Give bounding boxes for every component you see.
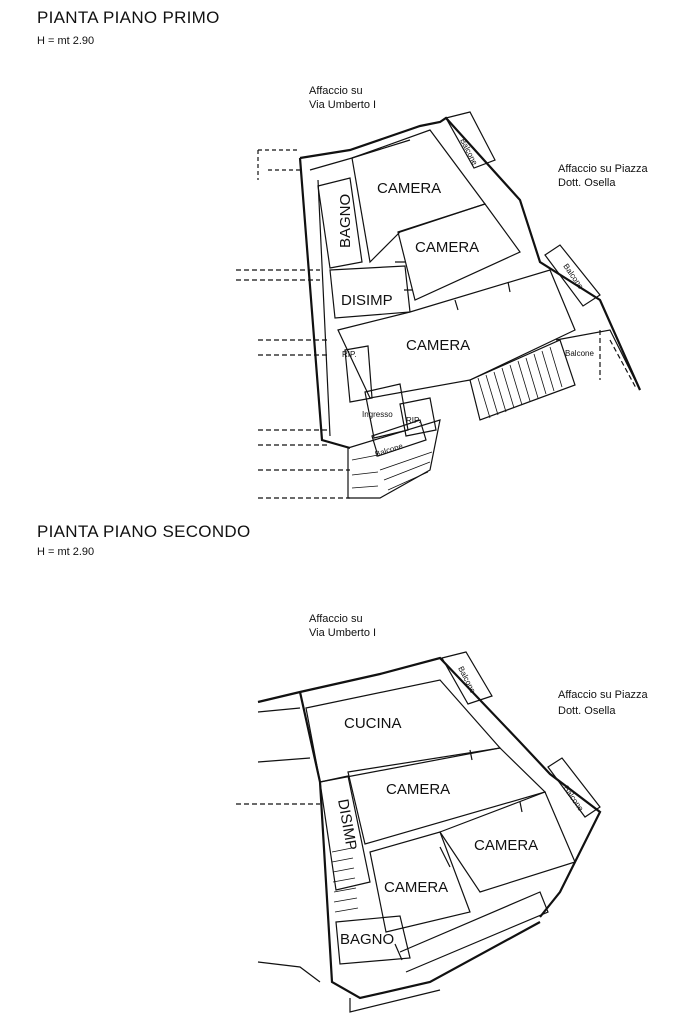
floor-plan-drawing: CAMERA BAGNO CAMERA DISIMP CAMERA RIP. I…	[236, 111, 642, 499]
facing-north-line2: Via Umberto I	[309, 627, 377, 639]
facing-east-line2: Dott. Osella	[558, 705, 616, 717]
floor-plan-second: PIANTA PIANO SECONDO H = mt 2.90 Affacci…	[0, 512, 683, 1023]
room-label-camera: CAMERA	[406, 337, 470, 354]
floor-height: H = mt 2.90	[37, 35, 95, 47]
room-label-cucina: CUCINA	[344, 715, 402, 732]
room-label-disimp: DISIMP	[341, 292, 393, 309]
facing-east-line1: Affaccio su Piazza	[558, 163, 648, 175]
room-label-camera: CAMERA	[415, 239, 479, 256]
floor-height: H = mt 2.90	[37, 546, 95, 558]
room-label-ingresso: Ingresso	[362, 410, 393, 419]
floor-plan-first: PIANTA PIANO PRIMO H = mt 2.90 Affaccio …	[37, 8, 648, 499]
facing-north-line1: Affaccio su	[309, 85, 363, 97]
room-label-camera: CAMERA	[386, 781, 450, 798]
room-label-camera: CAMERA	[474, 837, 538, 854]
facing-north-line2: Via Umberto I	[309, 99, 377, 111]
room-label-rip: RIP.	[342, 350, 357, 359]
floor-plan-drawing: CUCINA CAMERA DISIMP CAMERA CAMERA BAGNO…	[236, 651, 602, 1013]
room-label-camera: CAMERA	[377, 180, 441, 197]
floor-title: PIANTA PIANO PRIMO	[37, 8, 220, 27]
room-label-bagno: BAGNO	[340, 931, 394, 948]
room-label-bagno: BAGNO	[337, 194, 354, 248]
facing-east-line2: Dott. Osella	[558, 177, 616, 189]
balcony-label: Balcone	[374, 441, 405, 459]
balcony-label: Balcone	[565, 349, 594, 358]
facing-north-line1: Affaccio su	[309, 613, 363, 625]
floor-title: PIANTA PIANO SECONDO	[37, 522, 251, 541]
room-label-camera: CAMERA	[384, 879, 448, 896]
facing-east-line1: Affaccio su Piazza	[558, 689, 648, 701]
room-label-rip: RIP.	[406, 416, 421, 425]
